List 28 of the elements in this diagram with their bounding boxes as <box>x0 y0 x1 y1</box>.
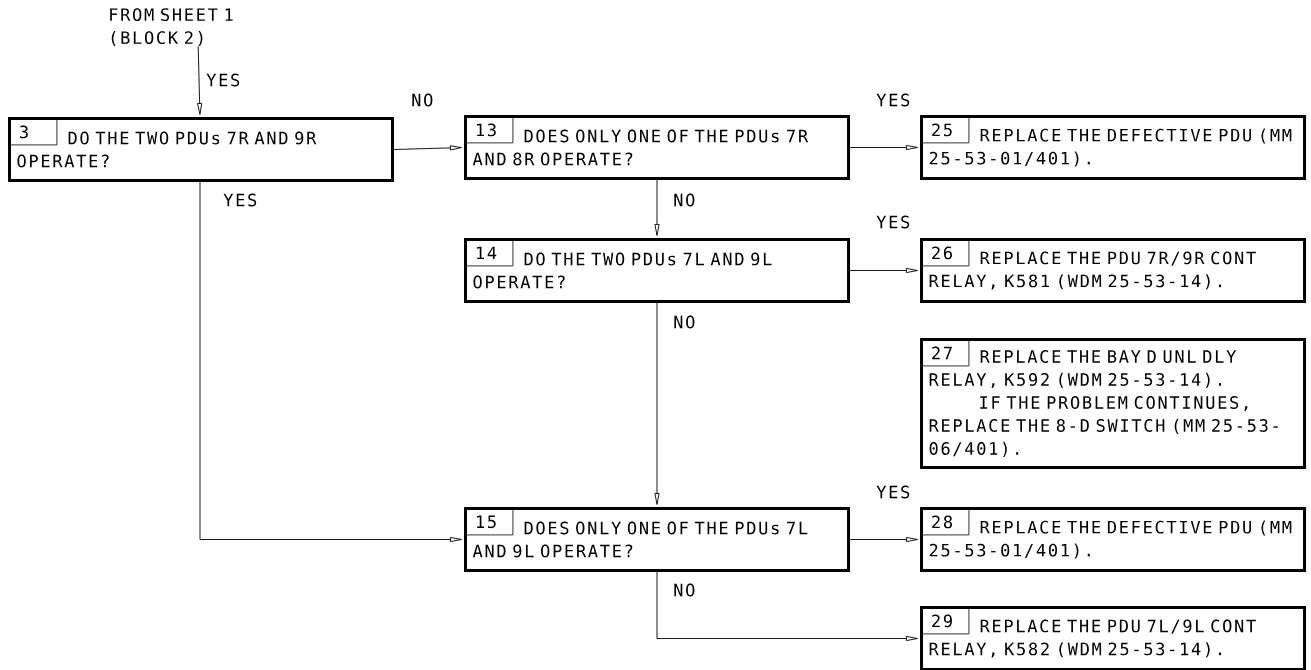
arrow <box>849 144 918 151</box>
arrow <box>393 145 462 151</box>
start-label: FROM SHEET 1 (BLOCK 2) <box>110 8 233 47</box>
arrow <box>656 571 918 642</box>
step-number: 26 <box>921 239 970 267</box>
arrow <box>654 179 660 236</box>
edge-label: NO <box>672 192 697 208</box>
step-number: 27 <box>921 339 970 367</box>
edge-label: YES <box>222 192 259 208</box>
step-number: 29 <box>921 607 970 635</box>
step-number: 28 <box>921 508 970 536</box>
step-number: 14 <box>465 239 514 267</box>
edge-label: NO <box>672 314 697 330</box>
step-number: 13 <box>465 116 514 144</box>
edge-label: YES <box>875 214 912 230</box>
step-number: 25 <box>921 116 970 144</box>
arrow <box>199 181 462 543</box>
edge-label: YES <box>875 484 912 500</box>
edge-label: NO <box>410 92 435 108</box>
step-number: 15 <box>465 508 514 536</box>
arrow <box>849 267 918 274</box>
arrow <box>197 45 203 115</box>
edge-label: NO <box>672 582 697 598</box>
arrow <box>654 302 660 505</box>
edge-label: YES <box>205 72 242 88</box>
step-number: 3 <box>9 118 58 146</box>
edge-label: YES <box>875 92 912 108</box>
arrow <box>849 536 918 543</box>
